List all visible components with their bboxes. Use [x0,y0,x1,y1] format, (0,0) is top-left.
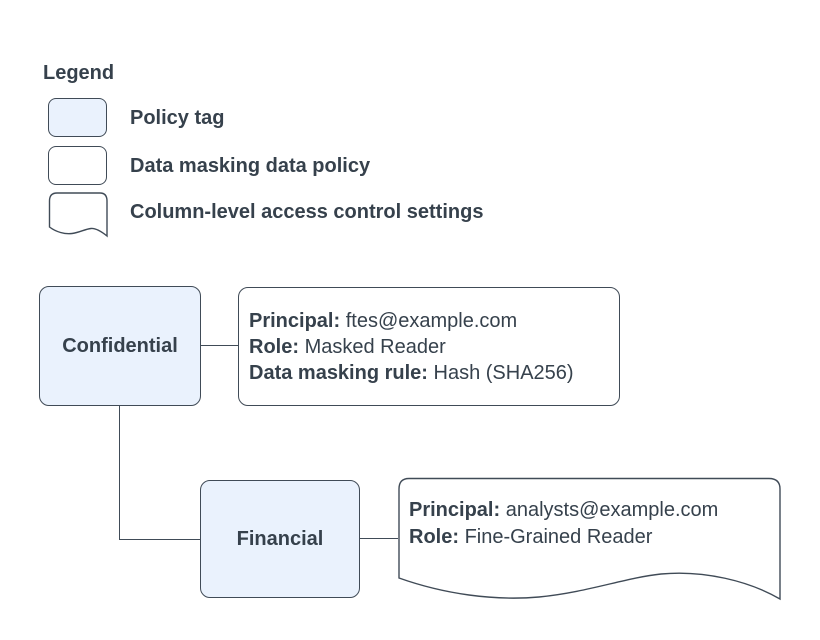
access-settings-document: Principal: analysts@example.com Role: Fi… [397,477,782,607]
connector-confidential-down [119,406,120,540]
connector-to-financial [119,539,200,540]
role-label: Role: [249,335,299,358]
principal-line: Principal: ftes@example.com [249,308,619,334]
data-masking-policy-card: Principal: ftes@example.com Role: Masked… [238,287,620,406]
document-shape [398,477,781,601]
role-label: Role: [409,526,459,548]
policy-tag-name: Financial [236,527,324,550]
connector-financial-to-settings [360,538,398,539]
data-policy-swatch [48,146,107,185]
legend-item-access-settings: Column-level access control settings [48,192,484,238]
masking-rule-value: Hash (SHA256) [433,361,574,384]
document-swatch [48,192,108,238]
role-line: Role: Masked Reader [249,334,619,360]
principal-label: Principal: [249,309,341,332]
principal-line: Principal: analysts@example.com [409,497,718,524]
legend-item-policy-tag: Policy tag [48,98,224,138]
role-value: Masked Reader [304,335,446,358]
legend-label-data-policy: Data masking data policy [130,154,371,177]
policy-tag-node-financial: Financial [200,480,360,598]
masking-rule-line: Data masking rule: Hash (SHA256) [249,360,619,386]
principal-value: analysts@example.com [505,499,719,521]
role-line: Role: Fine-Grained Reader [409,524,718,551]
access-settings-text: Principal: analysts@example.com Role: Fi… [409,497,718,551]
masking-rule-label: Data masking rule: [249,361,428,384]
policy-tag-node-confidential: Confidential [39,286,201,406]
legend-label-policy-tag: Policy tag [130,106,225,129]
policy-tag-swatch [48,98,107,137]
principal-label: Principal: [409,499,501,521]
connector-confidential-to-policy [201,345,238,346]
legend-label-access-settings: Column-level access control settings [130,200,484,223]
policy-tag-name: Confidential [62,334,178,357]
legend-title: Legend [43,62,115,84]
role-value: Fine-Grained Reader [464,526,653,548]
legend-item-data-policy: Data masking data policy [48,146,370,186]
principal-value: ftes@example.com [345,309,518,332]
